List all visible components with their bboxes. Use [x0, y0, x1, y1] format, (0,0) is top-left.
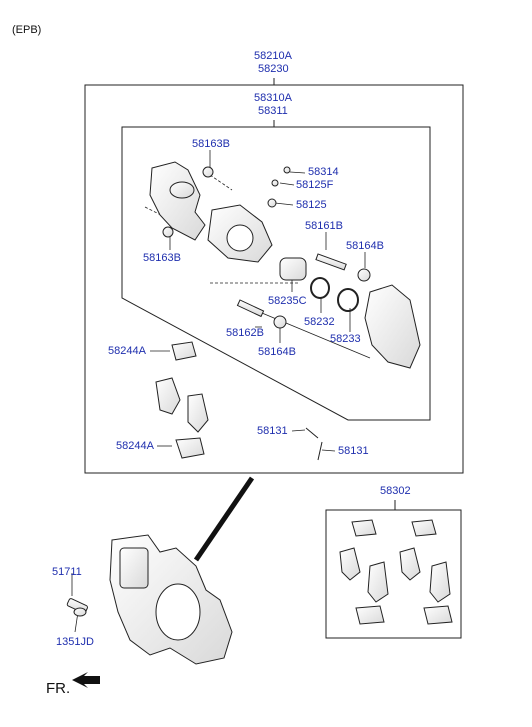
caliper-kit-frame: [121, 126, 431, 421]
piston: [279, 257, 307, 281]
part-label-58131-left: 58131: [257, 425, 288, 437]
part-label-58163B-bottom: 58163B: [143, 252, 181, 264]
part-label-58131-right: 58131: [338, 445, 369, 457]
part-label-58314: 58314: [308, 166, 339, 178]
assembly-arrow: [193, 476, 255, 562]
part-label-58244A-top: 58244A: [108, 345, 146, 357]
caliper-housing: [149, 161, 273, 263]
washer-label: 1351JD: [56, 636, 94, 648]
part-label-58161B: 58161B: [305, 220, 343, 232]
clip-bottom: [175, 437, 205, 459]
caliper-kit-code-1: 58310A: [254, 92, 292, 104]
part-label-58162B: 58162B: [226, 327, 264, 339]
part-label-58125F: 58125F: [296, 179, 334, 191]
front-direction-label: FR.: [46, 680, 71, 697]
carrier-bracket: [364, 284, 421, 369]
assembly-code-1: 58210A: [254, 50, 292, 62]
washer-1351JD: [73, 607, 87, 617]
assembled-caliper: [109, 534, 233, 665]
pad-kit-label: 58302: [380, 485, 411, 497]
part-label-58235C: 58235C: [268, 295, 307, 307]
clip-top: [171, 341, 197, 361]
front-direction-arrow: [72, 672, 100, 688]
bolt-label: 51711: [52, 566, 82, 578]
caliper-kit-code-2: 58311: [258, 105, 288, 117]
part-label-58164B-top: 58164B: [346, 240, 384, 252]
part-label-58164B-bottom: 58164B: [258, 346, 296, 358]
variant-label: (EPB): [12, 24, 42, 36]
part-label-58233: 58233: [330, 333, 361, 345]
assembly-frame: [84, 84, 464, 474]
assembly-code-2: 58230: [258, 63, 289, 75]
pad-kit-frame: [325, 509, 462, 639]
part-label-58163B-top: 58163B: [192, 138, 230, 150]
part-label-58244A-bottom: 58244A: [116, 440, 154, 452]
brake-pad-right: [187, 393, 209, 433]
brake-pad-left: [155, 377, 181, 415]
part-label-58232: 58232: [304, 316, 335, 328]
part-label-58125: 58125: [296, 199, 327, 211]
